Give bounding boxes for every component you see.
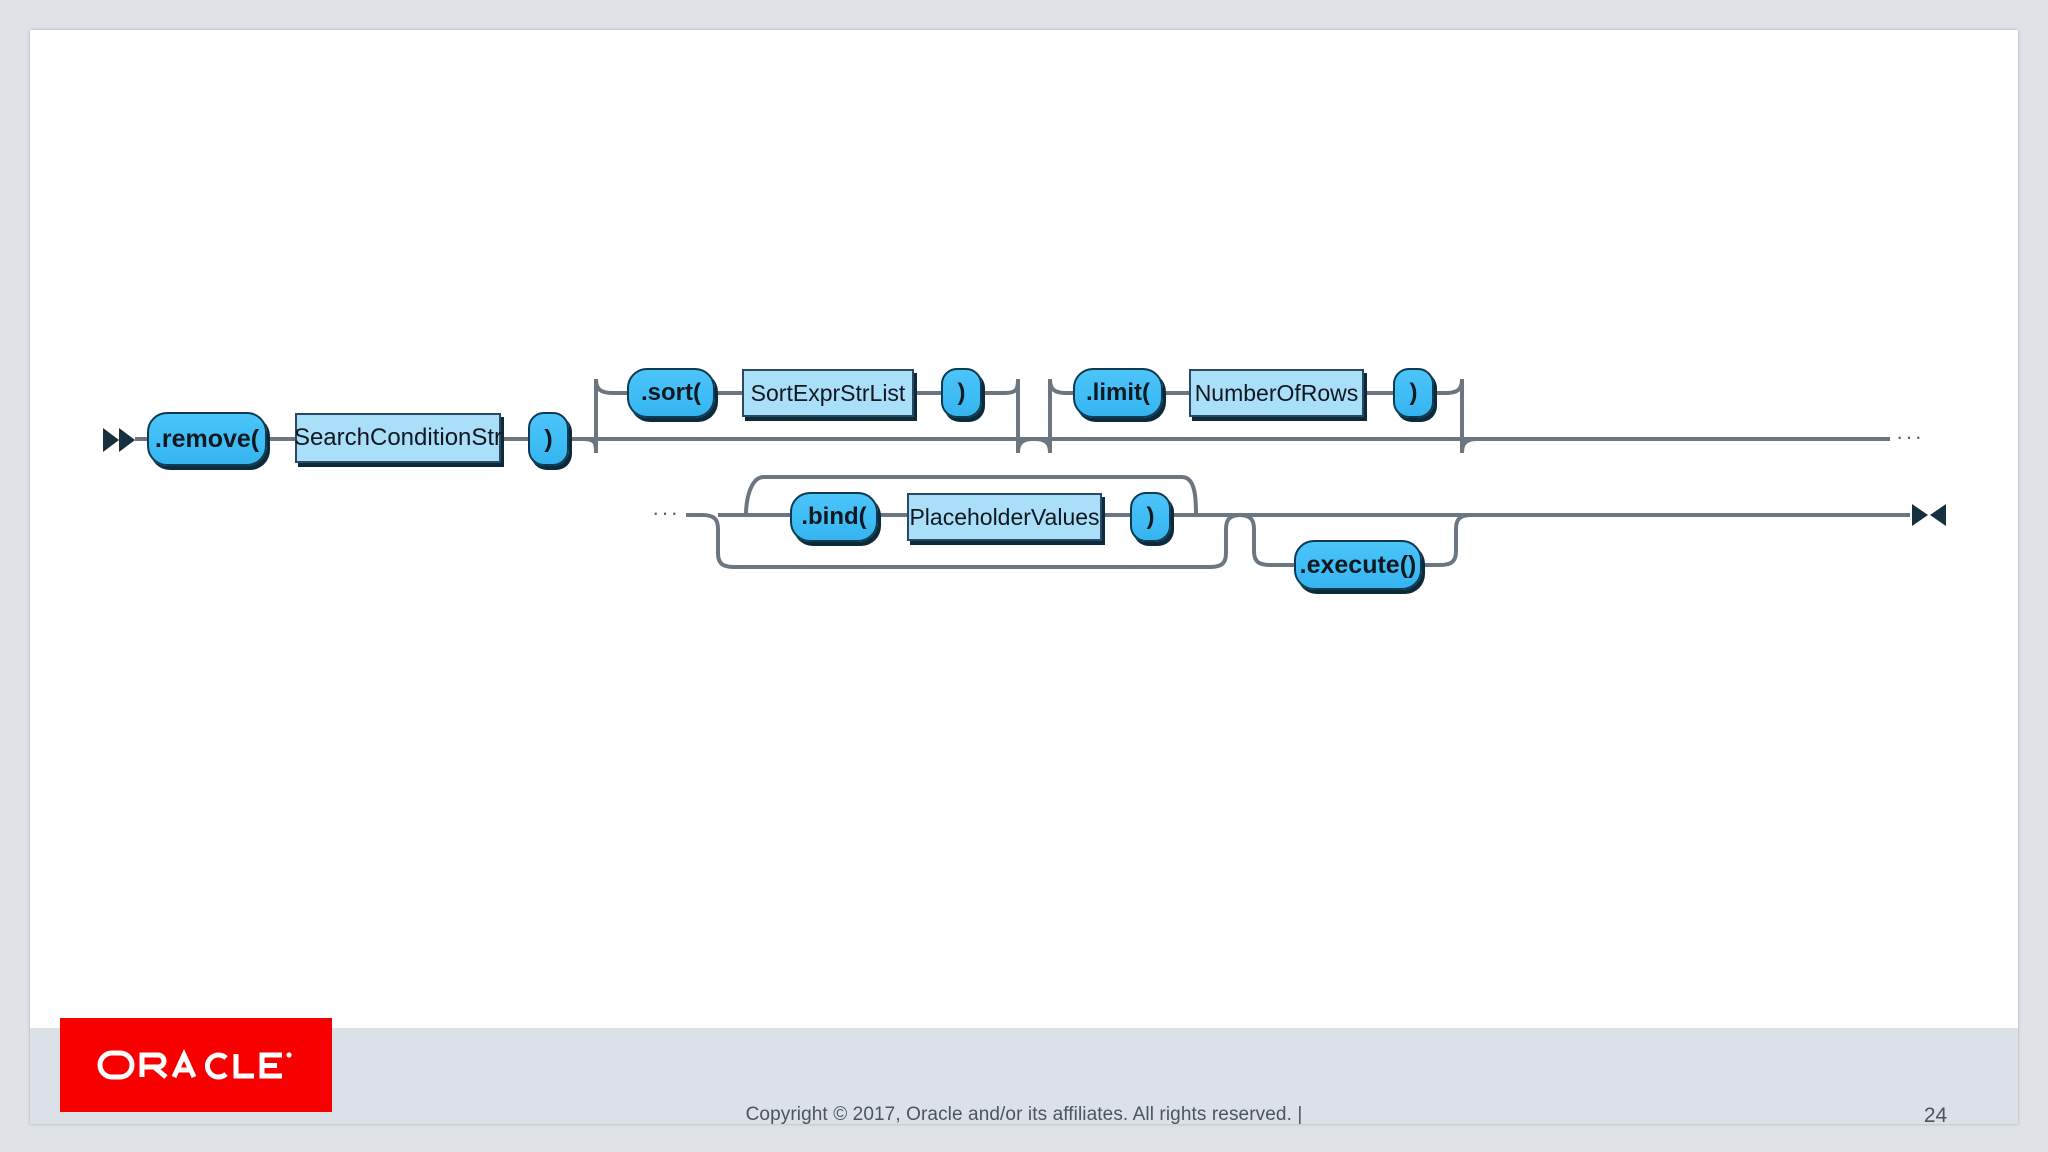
node-execute-label: .execute() xyxy=(1299,550,1417,579)
node-execute[interactable]: .execute() xyxy=(1294,540,1422,590)
line-bind-bypass-lower xyxy=(701,513,1210,569)
row2-continuation-ellipsis: ··· xyxy=(652,500,680,525)
node-searchconditionstr-label: SearchConditionStr xyxy=(293,424,503,451)
copyright-text: Copyright © 2017, Oracle and/or its affi… xyxy=(745,1104,1303,1125)
node-sort-close-paren-label: ) xyxy=(957,379,966,406)
railroad-diagram-canvas: ··· ··· .remove( SearchConditionStr ) .s… xyxy=(30,30,2018,1074)
line-branch-to-sort-placeholder xyxy=(583,379,627,453)
oracle-registered-mark-icon xyxy=(286,1052,292,1058)
node-placeholdervalues-label: PlaceholderValues xyxy=(909,503,1100,530)
node-bind-label: .bind( xyxy=(801,503,867,530)
node-numberofrows[interactable]: NumberOfRows xyxy=(1189,369,1364,417)
start-marker-icon xyxy=(103,428,135,452)
node-limit-label: .limit( xyxy=(1086,379,1150,406)
node-sort-close-paren[interactable]: ) xyxy=(941,368,982,418)
node-searchconditionstr[interactable]: SearchConditionStr xyxy=(293,413,503,463)
node-remove-close-paren-label: ) xyxy=(544,424,553,453)
railroad-track-lines xyxy=(103,378,1946,569)
slide-footer xyxy=(30,1028,2018,1124)
line-bypass-rejoin xyxy=(1209,513,1243,569)
node-bind-close-paren-label: ) xyxy=(1146,503,1155,530)
node-remove-label: .remove( xyxy=(154,424,260,453)
node-limit[interactable]: .limit( xyxy=(1073,368,1163,418)
line-limit-rejoin-to-main xyxy=(1434,378,1479,454)
line-closeparen-to-lower-rejoin xyxy=(1171,515,1228,567)
oracle-wordmark-icon xyxy=(97,1048,292,1080)
page-number: 24 xyxy=(1923,1104,1948,1127)
node-bind[interactable]: .bind( xyxy=(790,492,878,542)
node-limit-close-paren[interactable]: ) xyxy=(1393,368,1434,418)
line-execute-rejoin xyxy=(1422,513,1473,567)
node-limit-close-paren-label: ) xyxy=(1409,379,1418,406)
end-marker-icon xyxy=(1912,504,1946,526)
node-bind-close-paren[interactable]: ) xyxy=(1130,492,1171,542)
node-sort[interactable]: .sort( xyxy=(627,368,715,418)
line-hump-down-to-limit xyxy=(1033,378,1073,454)
node-numberofrows-label: NumberOfRows xyxy=(1194,379,1359,406)
line-bind-repeat-loop xyxy=(744,475,1198,516)
slide: ··· ··· .remove( SearchConditionStr ) .s… xyxy=(30,30,2018,1124)
node-sortexprstrlist[interactable]: SortExprStrList xyxy=(742,369,914,417)
line-branch-down-to-sort xyxy=(581,378,627,454)
node-sortexprstrlist-label: SortExprStrList xyxy=(750,379,906,406)
oracle-logo xyxy=(60,1018,332,1112)
row1-continuation-ellipsis: ··· xyxy=(1896,424,1924,449)
line-sort-rejoin-hump-left xyxy=(982,378,1035,454)
node-remove-close-paren[interactable]: ) xyxy=(528,412,569,466)
node-placeholdervalues[interactable]: PlaceholderValues xyxy=(907,493,1102,541)
node-remove[interactable]: .remove( xyxy=(147,412,267,466)
line-hump-down-execute-left xyxy=(1237,513,1294,567)
node-sort-label: .sort( xyxy=(641,379,701,406)
